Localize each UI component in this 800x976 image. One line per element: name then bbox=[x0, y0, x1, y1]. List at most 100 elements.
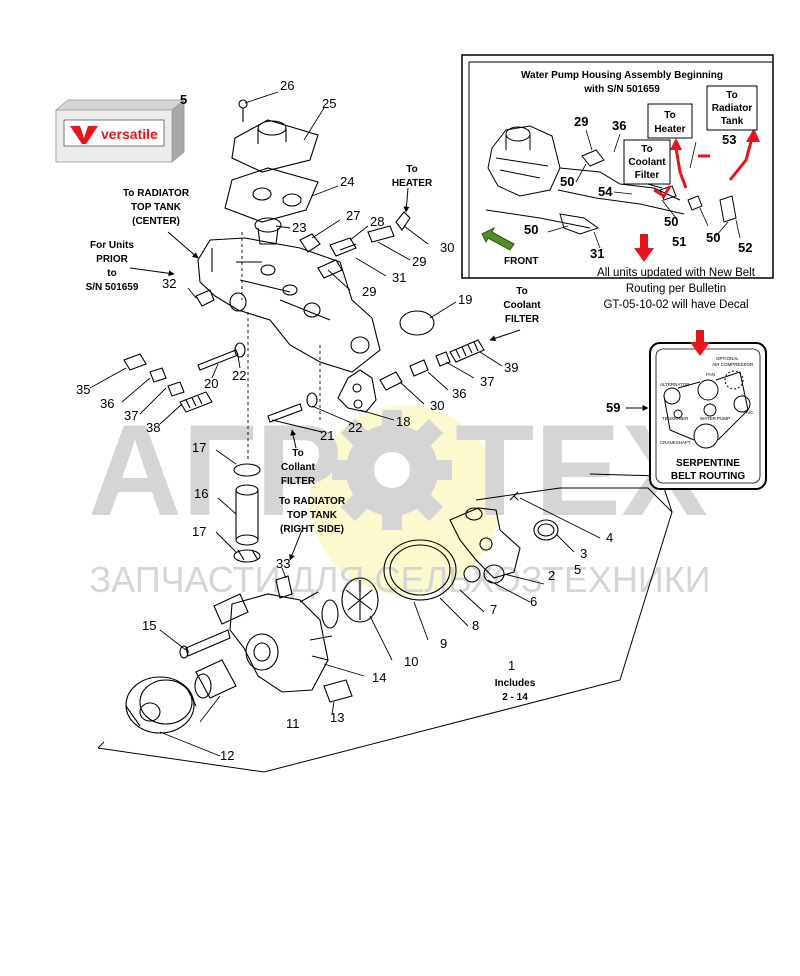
watermark-gear-icon bbox=[332, 410, 452, 530]
inset-num: 50 bbox=[524, 222, 538, 237]
label-units-prior-4: S/N 501659 bbox=[86, 282, 139, 293]
inset-num: 52 bbox=[738, 240, 752, 255]
water-pump-assembly bbox=[125, 491, 559, 734]
part-num: 10 bbox=[404, 654, 418, 669]
callout-5: 5 bbox=[180, 92, 187, 107]
label-to-coolant-filter-2: Coolant bbox=[503, 300, 541, 311]
decal-belt-diagram bbox=[663, 370, 751, 449]
part-num: 13 bbox=[330, 710, 344, 725]
label-to-collant-filter-1: To bbox=[292, 448, 303, 459]
part-num: 37 bbox=[124, 408, 138, 423]
part-num: 19 bbox=[458, 292, 472, 307]
inset-box-radiator-2: Radiator bbox=[712, 103, 753, 114]
inset-box-radiator-3: Tank bbox=[721, 116, 744, 127]
upper-housing-assembly bbox=[123, 99, 485, 423]
part-num: 3 bbox=[580, 546, 587, 561]
bypass-hose-assembly bbox=[233, 463, 261, 563]
label-to-collant-filter-3: FILTER bbox=[281, 476, 316, 487]
part-num: 17 bbox=[192, 440, 206, 455]
label-units-prior-2: PRIOR bbox=[96, 254, 128, 265]
part-num: 1 bbox=[508, 658, 515, 673]
bulletin-note: All units updated with New Belt Routing … bbox=[597, 267, 756, 311]
label-to-collant-filter-2: Collant bbox=[281, 462, 316, 473]
label-to-radiator-right-1: To RADIATOR bbox=[279, 496, 346, 507]
bulletin-note-3: GT-05-10-02 will have Decal bbox=[603, 299, 748, 311]
label-to-radiator-right-2: TOP TANK bbox=[287, 510, 338, 521]
label-includes-1: Includes bbox=[495, 678, 536, 689]
label-arrows bbox=[129, 187, 521, 561]
part-num: 9 bbox=[440, 636, 447, 651]
label-to-coolant-filter-3: FILTER bbox=[505, 314, 540, 325]
inset-num: 50 bbox=[560, 174, 574, 189]
part-num: 29 bbox=[412, 254, 426, 269]
part-num: 29 bbox=[362, 284, 376, 299]
bulletin-red-arrow-icon bbox=[634, 234, 654, 262]
part-num: 30 bbox=[440, 240, 454, 255]
inset-num: 36 bbox=[612, 118, 626, 133]
part-num: 4 bbox=[606, 530, 613, 545]
part-num: 30 bbox=[430, 398, 444, 413]
part-num: 33 bbox=[276, 556, 290, 571]
bulletin-note-1: All units updated with New Belt bbox=[597, 267, 756, 279]
part-num: 38 bbox=[146, 420, 160, 435]
watermark-brand-left: АГР bbox=[88, 397, 342, 543]
part-num: 27 bbox=[346, 208, 360, 223]
inset-num: 53 bbox=[722, 132, 736, 147]
main-labels: To RADIATOR TOP TANK (CENTER) To HEATER … bbox=[86, 164, 542, 703]
part-num: 26 bbox=[280, 78, 294, 93]
decal-title-2: BELT ROUTING bbox=[671, 471, 745, 482]
part-num: 2 bbox=[548, 568, 555, 583]
leader-lines bbox=[89, 91, 601, 757]
part-num: 11 bbox=[286, 716, 300, 731]
label-to-coolant-filter-1: To bbox=[516, 286, 527, 297]
inset-box-coolant-2: Coolant bbox=[628, 157, 666, 168]
inset-red-arrows bbox=[653, 137, 754, 199]
inset-num: 54 bbox=[598, 184, 613, 199]
inset-title-1: Water Pump Housing Assembly Beginning bbox=[521, 70, 723, 81]
part-num: 32 bbox=[162, 276, 176, 291]
inset-panel: Water Pump Housing Assembly Beginning wi… bbox=[461, 54, 774, 279]
part-num: 36 bbox=[100, 396, 114, 411]
inset-box-to-heater: To Heater bbox=[647, 103, 693, 139]
inset-box-coolant-3: Filter bbox=[635, 170, 660, 181]
decal-label-optional: OPTIONAL bbox=[716, 356, 739, 361]
inset-box-heater-1: To bbox=[664, 110, 675, 121]
part-num: 5 bbox=[574, 562, 581, 577]
bulletin-note-2: Routing per Bulletin bbox=[626, 283, 726, 295]
versatile-logo: versatile bbox=[54, 99, 186, 163]
inset-box-heater-2: Heater bbox=[654, 124, 685, 135]
decal-label-tensioner: TENSIONER bbox=[662, 416, 689, 421]
part-num: 37 bbox=[480, 374, 494, 389]
part-num: 6 bbox=[530, 594, 537, 609]
part-num: 18 bbox=[396, 414, 410, 429]
part-num: 22 bbox=[232, 368, 246, 383]
inset-red-arrowheads bbox=[670, 128, 760, 150]
inset-num: 29 bbox=[574, 114, 588, 129]
decal-callout: 59 bbox=[606, 400, 620, 415]
label-to-heater-1: To bbox=[406, 164, 417, 175]
part-num: 31 bbox=[392, 270, 406, 285]
inset-num: 51 bbox=[672, 234, 686, 249]
label-to-heater-2: HEATER bbox=[392, 178, 433, 189]
logo-text: versatile bbox=[101, 126, 158, 142]
decal-label-air-compressor: AIR COMPRESSOR bbox=[712, 362, 754, 367]
decal-label-ac: A/C bbox=[746, 410, 754, 415]
part-num: 36 bbox=[452, 386, 466, 401]
part-num: 20 bbox=[204, 376, 218, 391]
part-num: 24 bbox=[340, 174, 354, 189]
part-num: 28 bbox=[370, 214, 384, 229]
decal-label-fan: FAN bbox=[706, 372, 715, 377]
label-to-radiator-right-3: (RIGHT SIDE) bbox=[280, 524, 344, 535]
part-num: 16 bbox=[194, 486, 208, 501]
part-num: 35 bbox=[76, 382, 90, 397]
label-units-prior-1: For Units bbox=[90, 240, 134, 251]
label-includes-2: 2 - 14 bbox=[502, 692, 528, 703]
part-num: 39 bbox=[504, 360, 518, 375]
inset-num: 50 bbox=[706, 230, 720, 245]
part-num: 22 bbox=[348, 420, 362, 435]
inset-box-to-coolant-filter: To Coolant Filter bbox=[623, 139, 671, 185]
part-num: 21 bbox=[320, 428, 334, 443]
part-num: 23 bbox=[292, 220, 306, 235]
inset-leaders bbox=[547, 129, 741, 249]
